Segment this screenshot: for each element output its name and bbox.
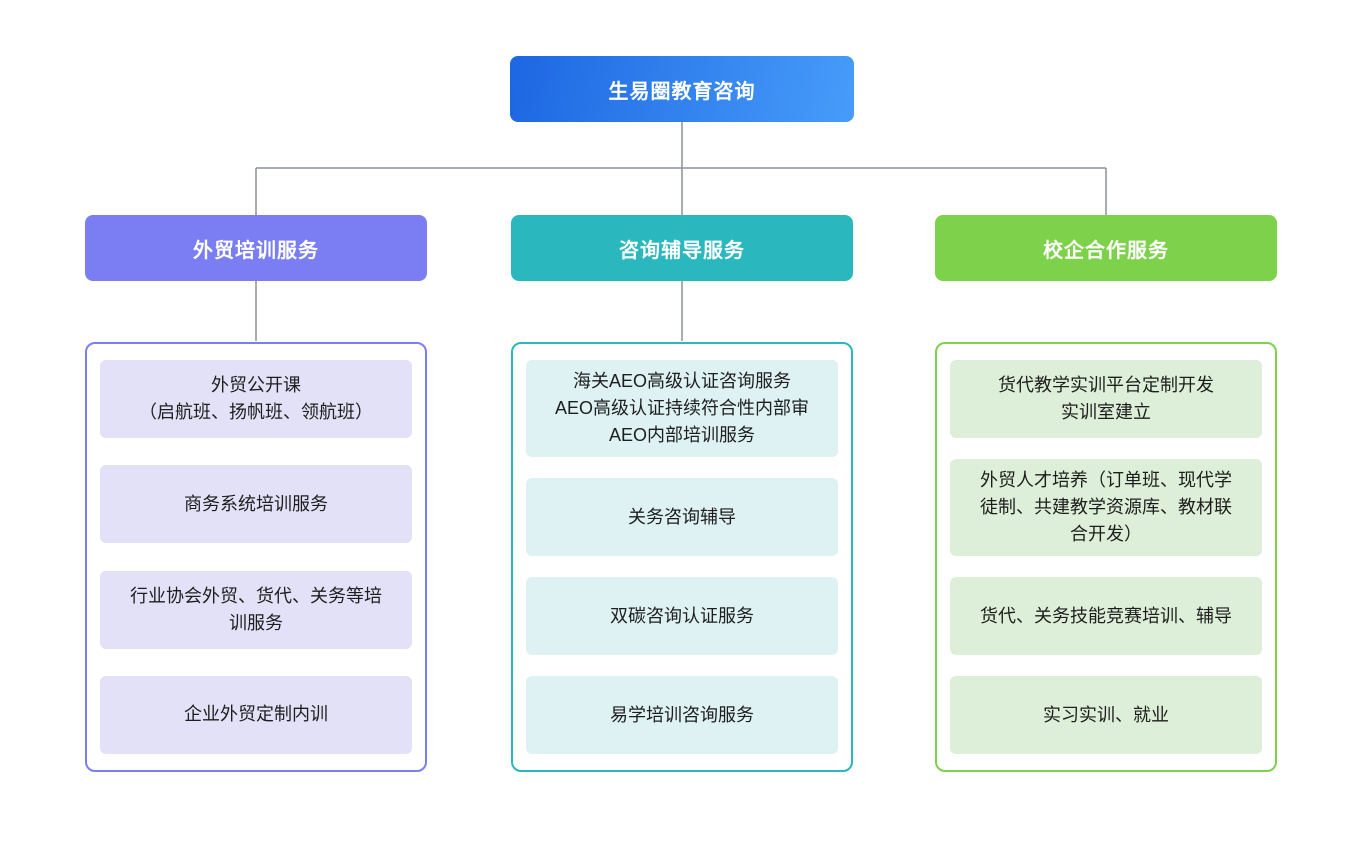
service-item: 实习实训、就业 <box>950 676 1262 754</box>
service-item: 行业协会外贸、货代、关务等培训服务 <box>100 570 412 649</box>
branch-header-label: 外贸培训服务 <box>193 239 319 262</box>
root-node-label: 生易圈教育咨询 <box>608 80 756 103</box>
branch-box-foreign-trade-training: 外贸公开课 （启航班、扬帆班、领航班） 商务系统培训服务 行业协会外贸、货代、关… <box>85 342 427 772</box>
service-item: 企业外贸定制内训 <box>100 675 412 754</box>
service-item: 外贸公开课 （启航班、扬帆班、领航班） <box>100 360 412 438</box>
branch-header-foreign-trade-training: 外贸培训服务 <box>85 215 427 281</box>
service-item: 海关AEO高级认证咨询服务 AEO高级认证持续符合性内部审 AEO内部培训服务 <box>526 360 838 457</box>
service-item: 商务系统培训服务 <box>100 465 412 544</box>
service-item: 货代教学实训平台定制开发 实训室建立 <box>950 360 1262 438</box>
root-node: 生易圈教育咨询 <box>510 56 854 122</box>
branch-header-school-enterprise: 校企合作服务 <box>935 215 1277 281</box>
service-item: 关务咨询辅导 <box>526 478 838 556</box>
branch-header-label: 校企合作服务 <box>1043 239 1169 262</box>
service-item: 货代、关务技能竞赛培训、辅导 <box>950 577 1262 655</box>
branch-header-label: 咨询辅导服务 <box>619 239 745 262</box>
service-item: 外贸人才培养（订单班、现代学徒制、共建教学资源库、教材联合开发） <box>950 459 1262 556</box>
service-item: 双碳咨询认证服务 <box>526 577 838 655</box>
branch-box-school-enterprise: 货代教学实训平台定制开发 实训室建立 外贸人才培养（订单班、现代学徒制、共建教学… <box>935 342 1277 772</box>
branch-box-consulting-coaching: 海关AEO高级认证咨询服务 AEO高级认证持续符合性内部审 AEO内部培训服务 … <box>511 342 853 772</box>
branch-header-consulting-coaching: 咨询辅导服务 <box>511 215 853 281</box>
service-item: 易学培训咨询服务 <box>526 676 838 754</box>
